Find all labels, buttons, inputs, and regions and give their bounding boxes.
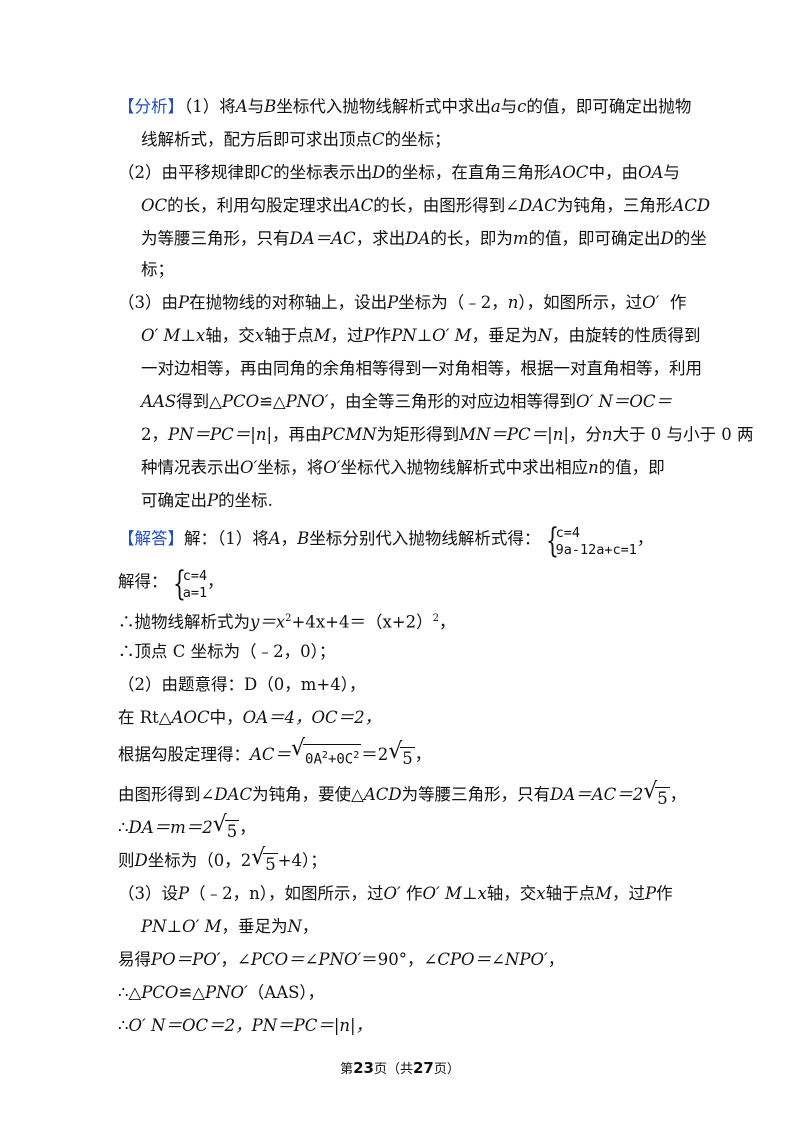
solution-line-13: 易得PO＝PO′，∠PCO＝∠PNO′＝90°，∠CPO＝∠NPO′，	[118, 950, 565, 969]
solution-line-6: 在 Rt△AOC中，OA＝4，OC＝2，	[118, 708, 382, 727]
analysis-tag: 【分析】	[118, 97, 184, 116]
solution-tag: 【解答】	[118, 529, 184, 548]
solution-line-10: 则D坐标为（0，2√5+4）；	[118, 845, 327, 875]
solution-line-12: PN⊥O′ M，垂足为N，	[141, 917, 319, 936]
solution-line-3: ∴抛物线解析式为y＝x2+4x+4＝（x+2）2，	[118, 612, 456, 632]
solution-line-4: ∴顶点 C 坐标为（﹣2，0）；	[118, 642, 336, 661]
analysis-line-7: （3）由P在抛物线的对称轴上，设出P坐标为（﹣2，n），如图所示，过O′ 作	[118, 293, 687, 312]
solution-line-8: 由图形得到∠DAC为钝角，要使△ACD为等腰三角形，只有DA＝AC＝2√5，	[118, 779, 687, 809]
analysis-line-1: 【分析】（1）将A与B坐标代入抛物线解析式中求出a与c的值，即可确定出抛物	[118, 97, 692, 116]
analysis-line-10: AAS得到△PCO≌△PNO′，由全等三角形的对应边相等得到O′ N＝OC＝	[141, 392, 673, 411]
analysis-line-11: 2，PN＝PC＝|n|，再由PCMN为矩形得到MN＝PC＝|n|，分n大于 0 …	[141, 425, 754, 444]
analysis-line-3: （2）由平移规律即C的坐标表示出D的坐标，在直角三角形AOC中，由OA与	[118, 163, 680, 182]
solution-line-15: ∴O′ N＝OC＝2，PN＝PC＝|n|，	[118, 1016, 373, 1035]
analysis-line-9: 一对边相等，再由同角的余角相等得到一对角相等，根据一对直角相等，利用	[141, 359, 702, 378]
solution-line-11: （3）设P（﹣2，n），如图所示，过O′ 作O′ M⊥x轴，交x轴于点M，过P作	[118, 884, 673, 903]
analysis-line-5: 为等腰三角形，只有DA＝AC，求出DA的长，即为m的值，即可确定出D的坐	[141, 229, 707, 248]
sqrt-expression: √0A2+0C2	[291, 738, 362, 771]
total-page-number: 27	[413, 1059, 434, 1077]
page-footer: 第23页（共27页）	[340, 1059, 460, 1077]
analysis-line-2: 线解析式，配方后即可求出顶点C的坐标；	[141, 130, 451, 149]
analysis-line-13: 可确定出P的坐标.	[141, 491, 273, 510]
solution-line-7: 根据勾股定理得：AC＝√0A2+0C2＝2√5，	[118, 738, 431, 771]
solution-line-2: 解得： { c=4 a=1 ，	[118, 564, 224, 604]
solution-line-14: ∴△PCO≌△PNO′（AAS），	[118, 983, 325, 1002]
analysis-line-8: O′ M⊥x轴，交x轴于点M，过P作PN⊥O′ M，垂足为N，由旋转的性质得到	[141, 326, 701, 345]
solution-line-5: （2）由题意得：D（0，m+4），	[118, 675, 366, 694]
equation-system-1: { c=4 9a-12a+c=1	[545, 521, 637, 561]
analysis-line-4: OC的长，利用勾股定理求出AC的长，由图形得到∠DAC为钝角，三角形ACD	[141, 196, 711, 215]
solution-line-1: 【解答】解：（1）将A，B坐标分别代入抛物线解析式得： { c=4 9a-12a…	[118, 521, 654, 561]
equation-system-2: { c=4 a=1	[172, 564, 208, 604]
solution-line-9: ∴DA＝m＝2√5，	[118, 812, 256, 842]
current-page-number: 23	[353, 1059, 374, 1077]
analysis-line-6: 标；	[141, 260, 174, 279]
analysis-line-12: 种情况表示出O′坐标，将O′坐标代入抛物线解析式中求出相应n的值，即	[141, 458, 665, 477]
